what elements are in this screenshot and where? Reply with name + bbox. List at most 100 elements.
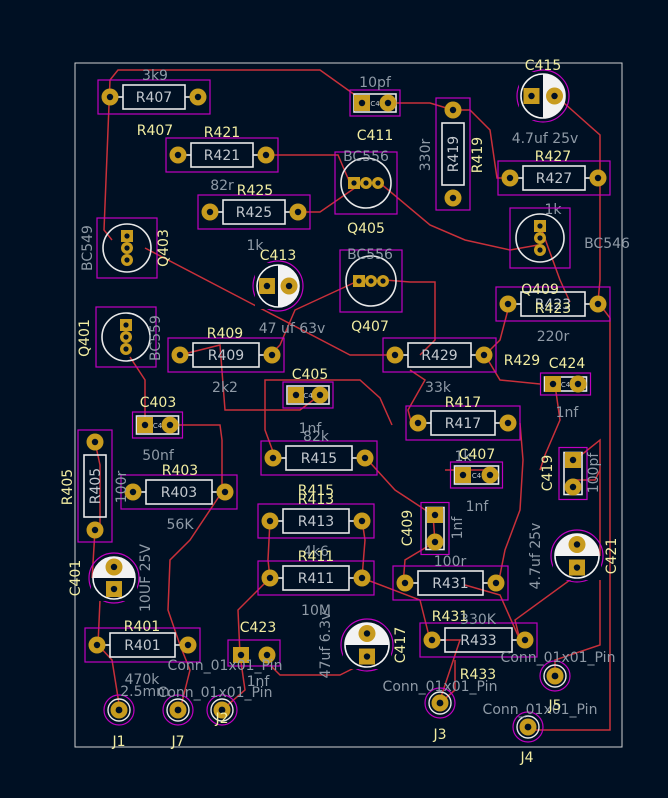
resistor-value: 82r	[210, 178, 234, 194]
resistor-body	[83, 454, 107, 518]
resistor-body-label: R415	[301, 451, 337, 467]
transistor-pad-hole	[537, 223, 543, 229]
resistor-pad-hole	[480, 351, 488, 359]
capacitor-courtyard	[539, 372, 592, 396]
resistor-ref: R407	[137, 123, 173, 139]
resistor-body	[520, 291, 586, 317]
resistor-ref: R427	[535, 149, 571, 165]
transistor-courtyard	[339, 249, 403, 313]
connector-ring	[516, 715, 540, 739]
connector-value: Conn_01x01_Pin	[158, 685, 273, 701]
resistor-body	[444, 627, 513, 653]
capacitor-pad-hole	[316, 391, 324, 399]
electrolytic-outline	[256, 264, 300, 308]
resistor-pad-hole	[492, 579, 500, 587]
connector-value: Conn_01x01_Pin	[168, 658, 283, 674]
connector-value: Conn_01x01_Pin	[483, 702, 598, 718]
capacitor-value: 100pf	[586, 452, 602, 494]
resistor-pad-hole	[174, 151, 182, 159]
resistor-body-label: R433	[460, 633, 496, 649]
resistor-courtyard	[167, 337, 285, 373]
resistor-pad-hole	[358, 574, 366, 582]
resistor-pad-hole	[449, 194, 457, 202]
connector-value: Conn_01x01_Pin	[383, 679, 498, 695]
resistor-ref: R431	[432, 609, 468, 625]
capacitor-value: 1nf	[299, 421, 323, 437]
transistor-layer: Q405BC556Q407BC556Q409BC546Q403BC549Q401…	[77, 149, 630, 368]
resistor-ref: R415	[298, 483, 334, 499]
resistor-body	[122, 84, 186, 110]
connector-ring	[107, 698, 131, 722]
connector-ref: J7	[170, 734, 184, 750]
capacitor-pad-hole	[549, 380, 557, 388]
capacitor-courtyard	[227, 639, 281, 667]
resistor-value: 1k	[454, 449, 472, 465]
transistor-courtyard	[95, 306, 157, 368]
resistor-value: 10M	[301, 603, 331, 619]
resistor-pad-hole	[269, 454, 277, 462]
capacitor-pad-hole	[358, 99, 366, 107]
resistor-courtyard	[165, 137, 279, 173]
connector-courtyard	[206, 694, 238, 726]
resistor-ref: R421	[204, 125, 240, 141]
resistor-courtyard	[257, 503, 375, 539]
resistor-body-label: R407	[136, 90, 172, 106]
connector-courtyard	[512, 711, 544, 743]
electrolytic-ref: C413	[260, 248, 297, 264]
capacitor-pad-hole	[263, 651, 271, 659]
transistor-pad-hole	[124, 245, 130, 251]
transistor-value: BC559	[148, 315, 164, 361]
resistor-body	[417, 570, 484, 596]
transistor-pad-hole	[363, 180, 369, 186]
resistor-courtyard	[84, 627, 201, 663]
capacitor-pad-hole	[569, 483, 577, 491]
resistor-body-label: R425	[236, 205, 272, 221]
transistor-pad-hole	[356, 278, 362, 284]
resistor-ref: R403	[162, 463, 198, 479]
transistor-pad-hole	[537, 247, 543, 253]
electrolytic-courtyard	[88, 552, 140, 604]
resistor-pad-hole	[414, 419, 422, 427]
resistor-courtyard	[260, 440, 378, 476]
electrolytic-pad-hole	[110, 585, 118, 593]
electrolytic-courtyard	[340, 618, 394, 672]
resistor-pad-hole	[93, 641, 101, 649]
capacitor-courtyard	[131, 411, 184, 439]
resistor-body-label: R417	[445, 416, 481, 432]
transistor-body	[101, 312, 151, 362]
resistor-ref: R433	[460, 667, 496, 683]
resistor-pad-hole	[129, 488, 137, 496]
resistor-body	[222, 199, 286, 225]
capacitor-ref: C423	[240, 620, 277, 636]
connector-ring	[543, 664, 567, 688]
capacitor-layer: C4C41110pfC4C4051nfC4C40350nfC4C4241nfC4…	[131, 75, 602, 690]
transistor-courtyard	[334, 151, 398, 215]
connector-hole	[436, 699, 444, 707]
resistor-pad-hole	[594, 174, 602, 182]
resistor-value: 100r	[114, 471, 130, 504]
capacitor-pad-hole	[431, 538, 439, 546]
resistor-body-label: R405	[88, 468, 104, 504]
capacitor-value: 1nf	[556, 405, 580, 421]
transistor-value: BC549	[80, 225, 96, 271]
connector-ref: J5	[547, 698, 561, 714]
transistor-value: BC546	[584, 236, 630, 252]
capacitor-value: 1nf	[466, 499, 490, 515]
resistor-pad-hole	[358, 517, 366, 525]
